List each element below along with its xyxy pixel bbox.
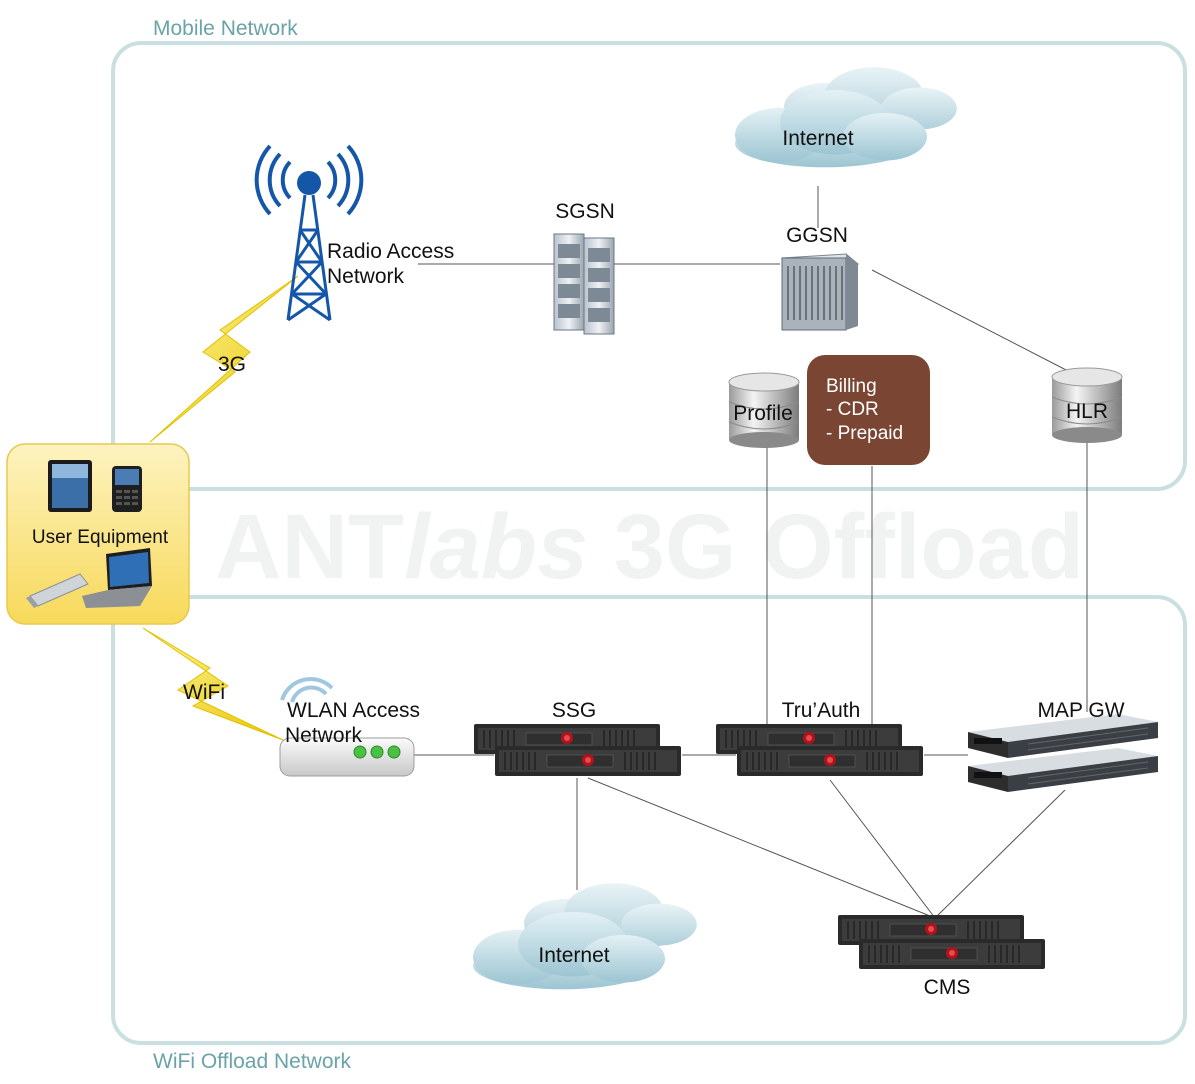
mobile-network-zone: [111, 41, 1187, 491]
wlan-label-line1: WLAN Access: [287, 699, 420, 722]
sgsn-label: SGSN: [555, 200, 615, 223]
sgsn-rack-icon: [553, 233, 615, 335]
smartphone-icon: [112, 466, 142, 512]
3g-lightning-icon: [149, 275, 299, 443]
profile-database-icon: Profile: [728, 372, 800, 448]
laptop-icon: [82, 548, 152, 608]
internet-bottom-label: Internet: [538, 944, 609, 967]
wlan-access-point-icon: [279, 677, 415, 777]
user-equipment-node: User Equipment: [6, 443, 190, 625]
wifi-offload-label: WiFi Offload Network: [153, 1050, 351, 1073]
wifi-lightning-icon: [142, 627, 284, 741]
hlr-label: HLR: [1066, 400, 1108, 423]
mapgw-server-icon: [967, 713, 1159, 793]
internet-cloud-top: Internet: [735, 67, 957, 168]
tablet-icon: [48, 460, 92, 512]
link-mapgw-cms: [934, 789, 1066, 919]
wlan-label-line2: Network: [285, 724, 363, 747]
mobile-network-label: Mobile Network: [153, 17, 298, 40]
wifi-label: WiFi: [183, 681, 225, 704]
radio-tower-icon: [254, 144, 364, 322]
ssg-label: SSG: [552, 699, 596, 722]
wifi-offload-zone: [111, 595, 1187, 1045]
billing-title: Billing: [826, 376, 877, 397]
connector-lines: [414, 186, 1088, 919]
profile-label: Profile: [733, 402, 793, 425]
svg-text:ANTlabs 3G Offload: ANTlabs 3G Offload: [215, 496, 1084, 598]
wifi-link: WiFi: [142, 627, 284, 741]
watermark: ANTlabs 3G Offload: [215, 496, 1084, 598]
link-ssg-cms: [587, 777, 936, 919]
radio-access-label-line1: Radio Access: [327, 240, 454, 263]
billing-box: Billing - CDR - Prepaid: [807, 355, 930, 465]
link-truauth-cms: [829, 779, 936, 919]
radio-access-label-line2: Network: [327, 265, 405, 288]
ggsn-chassis-icon: [780, 253, 860, 331]
billing-prepaid: - Prepaid: [826, 423, 903, 444]
mapgw-label: MAP GW: [1037, 699, 1124, 722]
link-ggsn-hlr: [871, 269, 1071, 373]
ggsn-label: GGSN: [786, 224, 848, 247]
ssg-server-icon: [473, 723, 682, 777]
internet-top-label: Internet: [782, 127, 853, 150]
internet-cloud-bottom: Internet: [473, 883, 697, 990]
cms-label: CMS: [924, 976, 971, 999]
truauth-server-icon: [715, 723, 924, 777]
cms-server-icon: [837, 914, 1046, 970]
truauth-label: Tru’Auth: [782, 699, 861, 722]
hlr-database-icon: HLR: [1051, 367, 1123, 443]
usb-modem-icon: [26, 573, 89, 608]
user-equipment-label: User Equipment: [32, 527, 169, 548]
billing-cdr: - CDR: [826, 399, 879, 420]
3g-link: 3G: [149, 275, 299, 443]
3g-label: 3G: [218, 353, 246, 376]
